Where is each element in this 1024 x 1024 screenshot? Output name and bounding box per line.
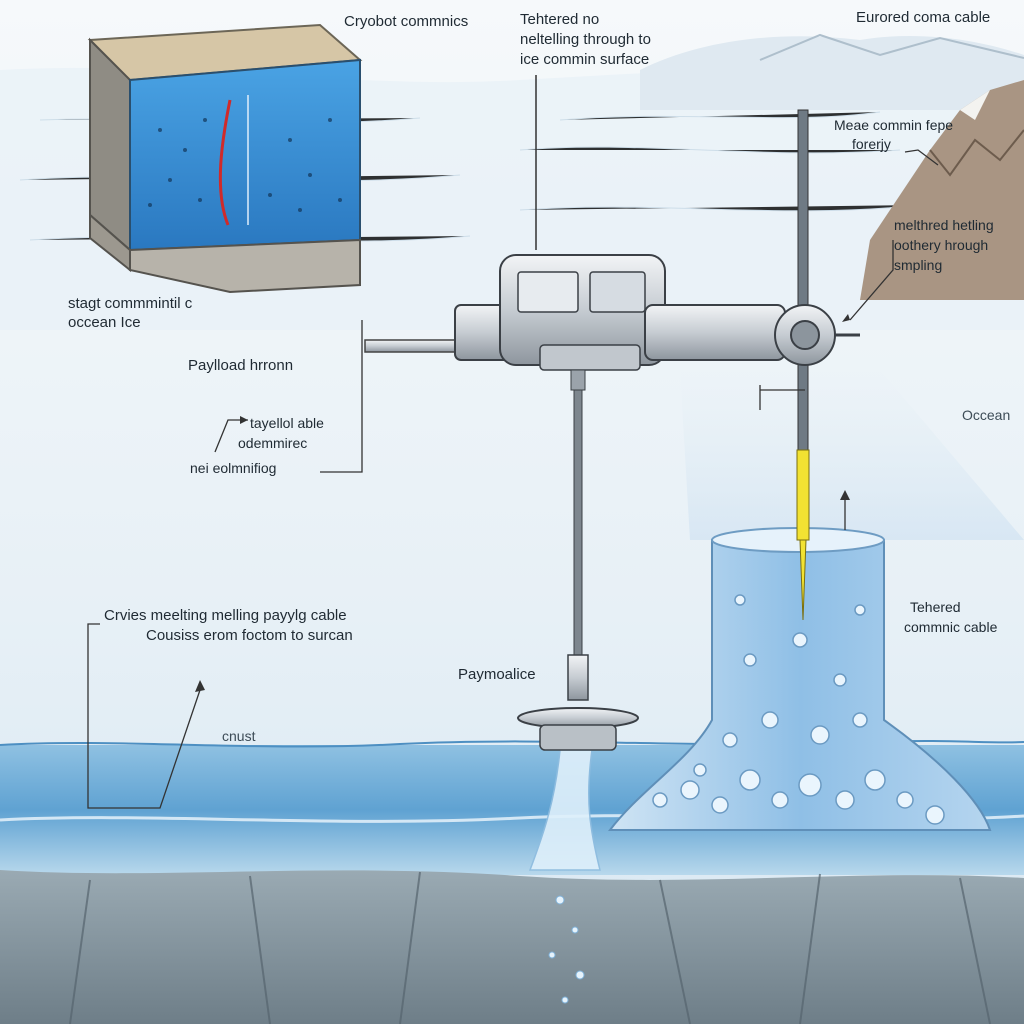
label-paymoalice: Paymoalice bbox=[458, 666, 536, 683]
label-stagt-1: stagt commmintil c bbox=[68, 295, 193, 312]
label-tethered-right-2: commnic cable bbox=[904, 619, 998, 635]
label-melthred-3: smpling bbox=[894, 257, 943, 273]
label-tethered-right-1: Tehered bbox=[910, 599, 961, 615]
label-melthred-1: melthred hetling bbox=[894, 217, 994, 233]
label-meae-1: Meae commin fepe bbox=[834, 117, 954, 133]
label-tethered-top-1: Tehtered no bbox=[520, 11, 600, 28]
label-tethered-top-3: ice commin surface bbox=[520, 51, 650, 68]
light-beam bbox=[680, 370, 1024, 540]
ice-core-block-icon bbox=[87, 23, 363, 294]
payload-shaft bbox=[517, 369, 639, 751]
cryobot-body bbox=[364, 254, 860, 371]
melt-column-icon bbox=[607, 527, 992, 831]
label-europa-cable: Eurored coma cable bbox=[856, 9, 991, 26]
label-stagt-2: occean Ice bbox=[68, 314, 141, 331]
label-payload-hronn: Paylload hrronn bbox=[188, 357, 294, 374]
label-crust: cnust bbox=[222, 728, 256, 744]
label-cryobot-comms: Cryobot commnics bbox=[344, 13, 469, 30]
label-tethered-top-2: neltelling through to bbox=[520, 31, 651, 48]
label-ocean: Occean bbox=[962, 407, 1011, 423]
label-tayello-1: tayellol able bbox=[250, 415, 324, 431]
mountain-icon bbox=[640, 33, 1024, 300]
label-melting-cable-2: Cousiss erom foctom to surcan bbox=[146, 627, 353, 644]
water-jet bbox=[528, 749, 601, 871]
label-meae-2: forerjy bbox=[852, 136, 891, 152]
rock-bed bbox=[0, 870, 1024, 1024]
label-tayello-3: nei eolmnifiog bbox=[190, 460, 277, 476]
label-tayello-2: odemmirec bbox=[238, 435, 308, 451]
cryobot-probe-icon bbox=[796, 109, 810, 621]
label-melting-cable-1: Crvies meelting melling payylg cable bbox=[104, 607, 347, 624]
label-melthred-2: oothery hrough bbox=[894, 237, 989, 253]
